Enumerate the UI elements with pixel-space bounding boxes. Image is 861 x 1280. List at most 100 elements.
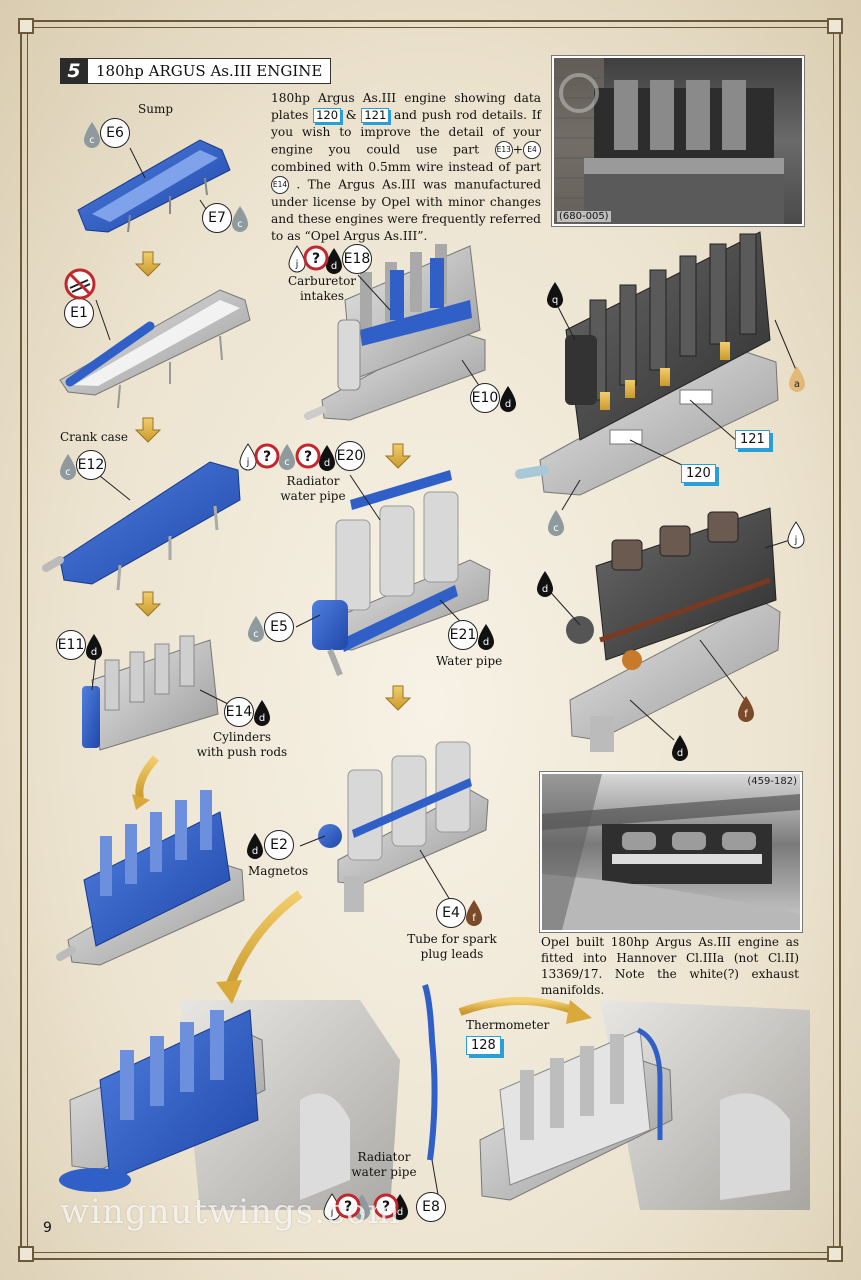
reference-photo-mid: (459-182) <box>540 772 802 932</box>
paint-drop-d-icon: d <box>247 833 263 859</box>
svg-text:d: d <box>542 584 548 595</box>
label-water-pipe: Water pipe <box>436 654 503 668</box>
svg-text:?: ? <box>312 251 320 267</box>
decal-128: 128 <box>466 1036 501 1055</box>
arrow-head <box>566 1000 592 1024</box>
photo-id: (680-005) <box>557 211 611 222</box>
svg-text:c: c <box>284 457 290 468</box>
paint-drop-d-icon: d <box>537 571 553 597</box>
svg-text:?: ? <box>304 449 312 465</box>
label-carburetor-intakes: Carburetor intakes <box>287 274 357 303</box>
intro-text: . The Argus As.III was manufactured unde… <box>271 177 542 244</box>
intro-text: and push rod details. If you wish to imp… <box>271 108 542 157</box>
curved-arrow <box>458 997 580 1016</box>
reference-photo-top: (680-005) <box>552 56 804 226</box>
radiator-pipe-part <box>422 984 438 1161</box>
sump-part <box>77 139 231 233</box>
photo-caption: Opel built 180hp Argus As.III engine as … <box>541 935 799 997</box>
svg-text:f: f <box>744 709 748 720</box>
caution-question-icon: ? <box>254 443 280 469</box>
do-not-glue-icon <box>64 268 96 300</box>
part-e18: E18 <box>342 244 372 274</box>
svg-text:d: d <box>505 399 511 410</box>
frame-corner <box>827 1246 843 1262</box>
ref-box-120: 120 <box>313 108 342 123</box>
engine-carburetor-stage <box>304 244 486 421</box>
part-e12: E12 <box>76 450 106 480</box>
svg-text:c: c <box>253 629 259 640</box>
crank-case-part <box>42 461 241 591</box>
part-e11: E11 <box>56 630 86 660</box>
part-e5: E5 <box>264 612 294 642</box>
engine-water-pipe-stage <box>312 470 491 677</box>
sump-with-e1 <box>59 289 251 409</box>
intro-paragraph: 180hp Argus As.III engine showing data p… <box>271 90 541 245</box>
curved-arrow <box>223 890 303 992</box>
label-crank-case: Crank case <box>60 430 129 444</box>
paint-drop-a-icon: a <box>789 366 805 392</box>
label-magnetos: Magnetos <box>248 864 309 878</box>
arrow-head <box>216 980 242 1004</box>
label-tube-spark-leads: Tube for spark plug leads <box>407 932 497 961</box>
page-frame-outer <box>20 20 841 1260</box>
svg-text:d: d <box>324 458 330 469</box>
svg-text:d: d <box>331 261 337 272</box>
curved-arrow <box>135 755 160 799</box>
ref-box-121: 121 <box>361 108 390 123</box>
caution-question-icon: ? <box>295 443 321 469</box>
label-thermometer: Thermometer <box>466 1018 550 1032</box>
caution-question-icon: ? <box>373 1193 399 1219</box>
step-title: 180hp ARGUS As.III ENGINE <box>88 58 332 84</box>
paint-drop-q-icon: q <box>547 282 563 308</box>
paint-drop-d-icon: d <box>500 386 516 412</box>
part-e7: E7 <box>202 203 232 233</box>
step-number: 5 <box>60 58 88 84</box>
paint-drop-d-icon: d <box>254 700 270 726</box>
part-e21: E21 <box>448 620 478 650</box>
intro-text: 180hp Argus As.III engine showing data p… <box>271 91 541 122</box>
svg-text:j: j <box>295 259 299 270</box>
intro-text: & <box>345 108 357 122</box>
watermark: wingnutwings.com <box>60 1192 401 1232</box>
part-e2: E2 <box>264 830 294 860</box>
svg-text:f: f <box>472 913 476 924</box>
leader-lines <box>89 147 797 1207</box>
part-e10: E10 <box>470 383 500 413</box>
svg-text:?: ? <box>382 1199 390 1215</box>
caution-question-icon: ? <box>303 245 329 271</box>
svg-text:c: c <box>359 1207 365 1218</box>
step-header: 5 180hp ARGUS As.III ENGINE <box>60 58 332 84</box>
paint-drop-d-icon: d <box>478 624 494 650</box>
paint-drop-j-icon: j <box>288 245 306 273</box>
part-e4: E4 <box>436 898 466 928</box>
svg-text:c: c <box>65 467 71 478</box>
svg-text:d: d <box>259 713 265 724</box>
engine-painted-bottom <box>566 507 781 752</box>
svg-text:d: d <box>397 1207 403 1218</box>
crank-case-with-cylinders <box>56 790 245 966</box>
paint-drop-d-icon: d <box>86 634 102 660</box>
page-number: 9 <box>43 1220 52 1236</box>
paint-drop-j-icon: j <box>787 521 805 549</box>
paint-drop-c-icon: c <box>248 616 264 642</box>
part-e14: E14 <box>224 697 254 727</box>
svg-text:?: ? <box>344 1199 352 1215</box>
svg-text:c: c <box>553 523 559 534</box>
frame-corner <box>827 18 843 34</box>
fuselage-install-right <box>479 1000 810 1210</box>
paint-drop-d-icon: d <box>326 248 342 274</box>
part-e20: E20 <box>335 441 365 471</box>
label-radiator-water-pipe: Radiator water pipe <box>280 474 346 503</box>
paint-drop-c-icon: c <box>60 454 76 480</box>
paint-drop-d-icon: d <box>319 445 335 471</box>
svg-text:j: j <box>246 457 250 468</box>
page-frame-inner <box>27 27 834 1253</box>
cylinder-block-part <box>82 635 219 751</box>
part-e1: E1 <box>64 298 94 328</box>
aircraft-photo-image <box>542 774 800 930</box>
paint-drop-f-icon: f <box>738 696 754 722</box>
svg-text:q: q <box>552 295 558 306</box>
svg-text:d: d <box>483 637 489 648</box>
